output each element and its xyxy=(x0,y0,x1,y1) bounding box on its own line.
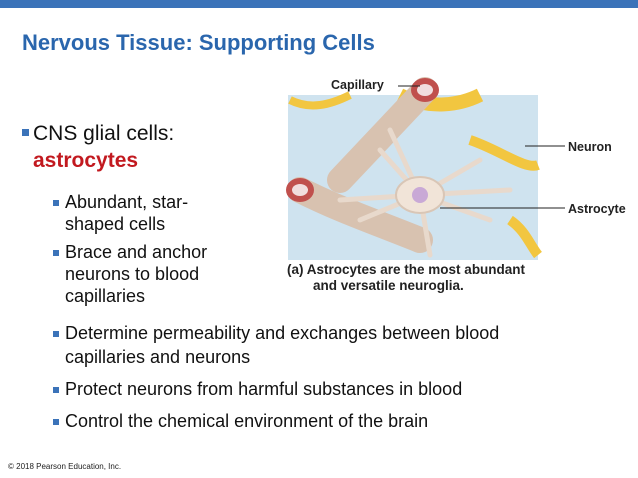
caption-line-1: (a) Astrocytes are the most abundant xyxy=(287,262,526,277)
astrocyte-illustration xyxy=(286,77,565,260)
top-accent-bar xyxy=(0,0,638,8)
sub-bullet-marker xyxy=(53,331,59,337)
sub-bullet-1-line-1: Abundant, star- xyxy=(65,192,189,212)
sub-bullet-marker xyxy=(53,419,59,425)
sub-bullet-1-line-2: shaped cells xyxy=(65,214,166,234)
label-neuron: Neuron xyxy=(568,140,612,154)
sub-bullet-marker xyxy=(53,250,59,256)
figure-caption: (a) Astrocytes are the most abundant and… xyxy=(287,262,607,294)
sub-bullet-5-line-1: Control the chemical environment of the … xyxy=(65,411,429,431)
sub-bullet-3-line-2: capillaries and neurons xyxy=(65,347,251,367)
sub-bullet-marker xyxy=(53,200,59,206)
sub-bullet-3-line-1: Determine permeability and exchanges bet… xyxy=(65,323,500,343)
sub-bullet-2-line-1: Brace and anchor xyxy=(65,242,208,262)
main-bullet-text: CNS glial cells: xyxy=(33,122,175,145)
slide-title: Nervous Tissue: Supporting Cells xyxy=(22,30,375,55)
label-capillary: Capillary xyxy=(331,78,384,92)
main-bullet-accent: astrocytes xyxy=(33,149,139,172)
sub-bullet-4-line-1: Protect neurons from harmful substances … xyxy=(65,379,463,399)
copyright-footer: © 2018 Pearson Education, Inc. xyxy=(8,462,122,471)
sub-bullet-marker xyxy=(53,387,59,393)
bullet-marker xyxy=(22,129,29,136)
caption-line-2: and versatile neuroglia. xyxy=(313,278,464,293)
sub-bullet-2-line-2: neurons to blood xyxy=(65,264,200,284)
sub-bullet-2-line-3: capillaries xyxy=(65,286,146,306)
label-astrocyte: Astrocyte xyxy=(568,202,626,216)
